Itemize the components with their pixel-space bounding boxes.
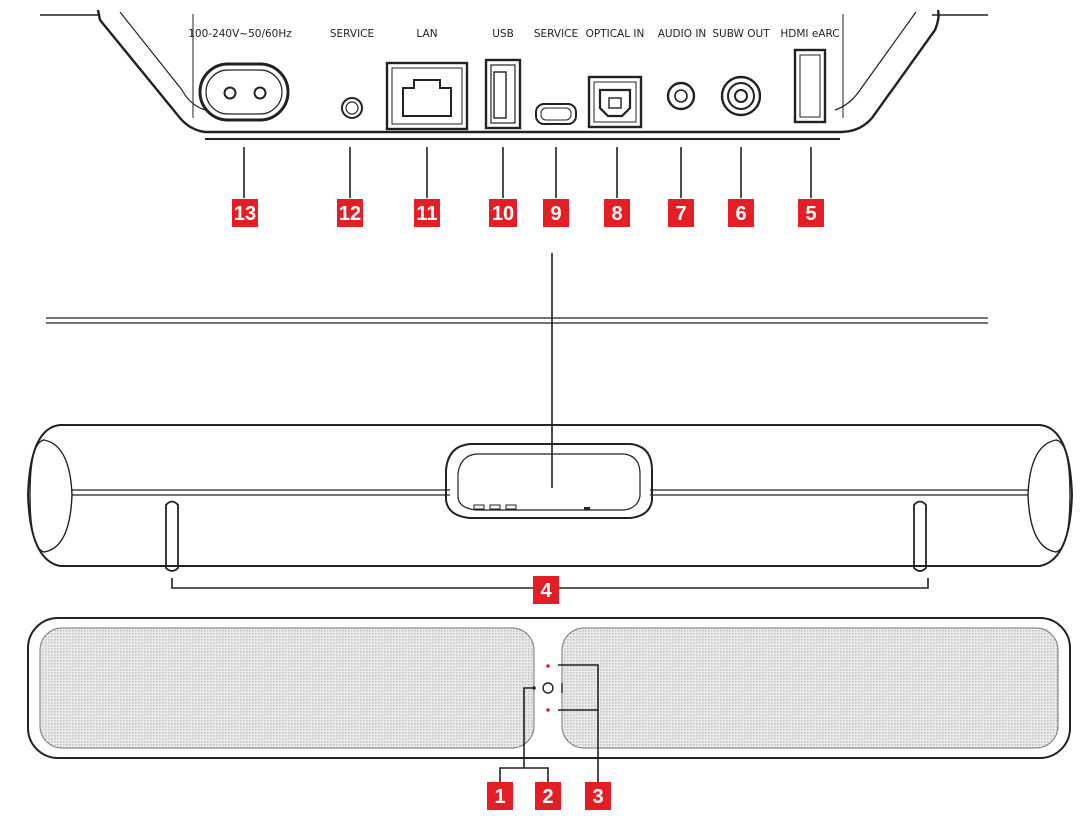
microphone-hole <box>532 686 536 690</box>
connector-recess <box>445 443 653 519</box>
grille-right <box>561 627 1059 749</box>
led-top <box>546 664 550 668</box>
svg-text:3: 3 <box>592 786 603 808</box>
service-jack-port <box>341 97 363 119</box>
label-power: 100-240V~50/60Hz <box>188 28 292 40</box>
subw-out-port <box>720 75 762 117</box>
power-inlet-port <box>198 62 290 122</box>
label-lan: LAN <box>416 28 437 40</box>
wall-mount-hook-left <box>165 500 179 572</box>
svg-text:2: 2 <box>542 786 553 808</box>
rear-panel-outline <box>96 9 940 134</box>
badge-1: 1 <box>487 782 513 810</box>
label-service-1: SERVICE <box>330 28 374 40</box>
optical-in-port <box>587 75 643 129</box>
label-service-2: SERVICE <box>534 28 578 40</box>
badge-12: 12 <box>337 199 363 227</box>
usb-port <box>484 58 522 130</box>
label-optical-in: OPTICAL IN <box>586 28 645 40</box>
svg-text:10: 10 <box>492 203 514 225</box>
svg-text:1: 1 <box>494 786 505 808</box>
badge-7: 7 <box>668 199 694 227</box>
lan-port <box>385 61 469 131</box>
soundbar-front-view <box>27 617 1071 782</box>
badge-13: 13 <box>232 199 258 227</box>
badge-10: 10 <box>489 199 517 227</box>
label-audio-in: AUDIO IN <box>658 28 707 40</box>
svg-text:5: 5 <box>805 203 816 225</box>
wall-mount-hook-right <box>913 500 927 572</box>
grille-left <box>39 627 535 749</box>
svg-text:4: 4 <box>540 580 552 602</box>
badge-4: 4 <box>533 576 559 604</box>
callout-badges: 13 12 11 10 9 8 7 6 <box>232 199 824 810</box>
badge-2: 2 <box>535 782 561 810</box>
badge-11: 11 <box>414 199 440 227</box>
service-usb-port <box>535 103 577 125</box>
section-divider <box>46 317 988 324</box>
svg-text:9: 9 <box>550 203 561 225</box>
svg-text:8: 8 <box>611 203 622 225</box>
badge-3: 3 <box>585 782 611 810</box>
hdmi-earc-port <box>793 48 827 124</box>
led-bottom <box>546 708 550 712</box>
badge-8: 8 <box>604 199 630 227</box>
badge-5: 5 <box>798 199 824 227</box>
svg-text:11: 11 <box>416 203 437 225</box>
badge-9: 9 <box>543 199 569 227</box>
svg-text:13: 13 <box>234 203 256 225</box>
callout-leader-3 <box>558 664 599 782</box>
touch-button <box>542 682 554 694</box>
label-usb: USB <box>492 28 514 40</box>
svg-text:12: 12 <box>339 203 361 225</box>
callout-leader-1-2 <box>499 687 549 782</box>
audio-in-port <box>666 81 696 111</box>
label-subw-out: SUBW OUT <box>712 28 770 40</box>
svg-text:6: 6 <box>735 203 746 225</box>
soundbar-rear-view <box>26 424 1074 589</box>
callout-leaders-top <box>243 147 812 198</box>
label-hdmi-earc: HDMI eARC <box>780 28 839 40</box>
svg-text:7: 7 <box>675 203 686 225</box>
badge-6: 6 <box>728 199 754 227</box>
rear-panel: 100-240V~50/60Hz SERVICE LAN USB SERVICE… <box>40 9 988 198</box>
